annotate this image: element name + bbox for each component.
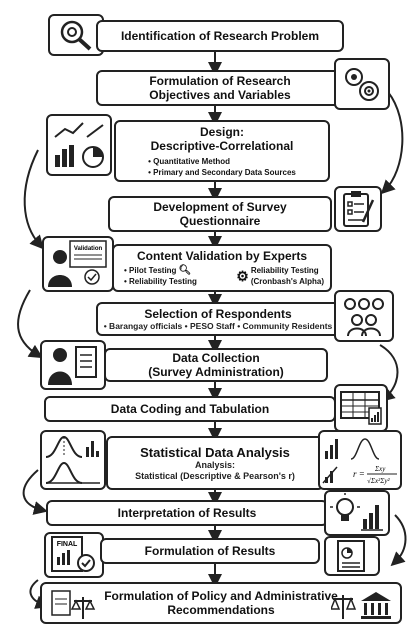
step-7-title-2: (Survey Administration)	[148, 365, 284, 379]
step-1-title: Identification of Research Problem	[120, 29, 320, 43]
step-formulation-results: Formulation of Results	[100, 538, 320, 564]
curve-right-3	[390, 514, 407, 567]
curve-left-3	[22, 469, 48, 515]
step-11-title: Formulation of Results	[144, 544, 276, 558]
analysis-label: Analysis:	[194, 459, 236, 470]
search-icon: 🔍︎	[178, 265, 192, 276]
curve-left-1	[23, 149, 45, 250]
expert-validation-icon: Validation	[48, 240, 107, 287]
charts-icon-box	[46, 114, 112, 176]
magnifier-gear-icon	[60, 20, 92, 51]
scale-building-icon-box	[330, 588, 394, 622]
pearson-formula-icon: r = Σxy √Σx²Σy²	[322, 438, 397, 485]
respondents-list: • Barangay officials • PESO Staff • Comm…	[103, 320, 333, 331]
step-4-title-1: Development of Survey	[153, 200, 287, 214]
lightbulb-chart-icon	[330, 493, 383, 531]
step-2-title-1: Formulation of Research	[149, 74, 291, 88]
curve-left-2	[17, 289, 44, 359]
step-data-collection: Data Collection (Survey Administration)	[104, 348, 328, 382]
step-12-title-1: Formulation of Policy and Administrative	[104, 589, 338, 603]
step-7-title-1: Data Collection	[172, 351, 260, 365]
step-policy-recommendations: Formulation of Policy and Administrative…	[40, 582, 402, 624]
scroll-scale-icon	[51, 590, 96, 619]
step-design: Design: Descriptive-Correlational • Quan…	[114, 120, 330, 182]
step-12-title-2: Recommendations	[167, 603, 275, 617]
step-4-title-2: Questionnaire	[179, 214, 261, 228]
step-statistical-analysis: Statistical Data Analysis Analysis: Stat…	[106, 436, 324, 490]
step-6-title: Selection of Respondents	[144, 306, 292, 321]
spreadsheet-icon-box	[334, 384, 388, 432]
step-3-title-2: Descriptive-Correlational	[150, 138, 294, 153]
charts-icon	[54, 122, 104, 168]
step-2-title-2: Objectives and Variables	[149, 88, 291, 102]
final-badge: FINAL	[57, 541, 78, 548]
survey-person-icon	[48, 346, 97, 385]
svg-text:√Σx²Σy²: √Σx²Σy²	[367, 477, 390, 485]
step-identification: Identification of Research Problem	[96, 20, 344, 52]
target-icon-box	[334, 58, 390, 110]
final-report-icon: FINAL	[51, 536, 95, 572]
bullet-item: • Quantitative Method	[148, 156, 231, 166]
scroll-scale-icon-box	[46, 588, 98, 622]
step-survey-questionnaire: Development of Survey Questionnaire	[108, 196, 332, 232]
insight-icon-box	[324, 490, 390, 536]
expert-icon-box: Validation	[42, 236, 114, 292]
step-selection-respondents: Selection of Respondents • Barangay offi…	[96, 302, 340, 336]
step-data-coding: Data Coding and Tabulation	[44, 396, 336, 422]
validation-items: • Pilot Testing 🔍︎ • Reliability Testing…	[114, 263, 330, 287]
scale-government-building-icon	[331, 592, 391, 619]
formula-r: r =	[353, 469, 365, 479]
step-5-title: Content Validation by Experts	[136, 249, 308, 263]
reliability-label: Reliability Testing	[250, 266, 319, 275]
clipboard-icon	[343, 191, 375, 227]
step-3-title-1: Design:	[199, 124, 244, 139]
survey-person-icon-box	[40, 340, 106, 390]
analysis-method: Statistical (Descriptive & Pearson's r)	[135, 470, 295, 481]
distribution-chart-icon	[45, 435, 100, 484]
document-chart-icon	[337, 540, 365, 572]
step-formulation-objectives: Formulation of Research Objectives and V…	[96, 70, 344, 106]
bullet-item: • Primary and Secondary Data Sources	[148, 167, 296, 177]
step-8-title: Data Coding and Tabulation	[110, 402, 270, 416]
curve-right-2	[379, 344, 399, 402]
design-bullets: • Quantitative Method • Primary and Seco…	[148, 156, 296, 178]
step-content-validation: Content Validation by Experts • Pilot Te…	[112, 244, 332, 292]
step-interpretation: Interpretation of Results	[46, 500, 328, 526]
cronbach-label: (Cronbash's Alpha)	[250, 277, 324, 286]
distribution-icon-box	[40, 430, 106, 490]
people-icon-box	[334, 290, 394, 342]
clipboard-icon-box	[334, 186, 382, 232]
final-report-icon-box: FINAL	[44, 532, 104, 578]
document-chart-icon-box	[324, 536, 380, 576]
gear-icon: ⚙	[236, 267, 249, 284]
formula-icon-box: r = Σxy √Σx²Σy²	[318, 430, 402, 490]
step-9-title: Statistical Data Analysis	[140, 444, 290, 460]
group-people-icon	[344, 298, 384, 337]
bullet-item: • Reliability Testing	[124, 277, 197, 286]
validation-badge: Validation	[74, 246, 103, 252]
svg-text:Σxy: Σxy	[374, 465, 386, 473]
spreadsheet-icon	[340, 391, 382, 425]
step-10-title: Interpretation of Results	[117, 506, 257, 520]
gear-target-icon	[345, 68, 379, 101]
bullet-item: • Pilot Testing 🔍︎	[124, 265, 192, 276]
curve-right-1	[380, 91, 404, 195]
